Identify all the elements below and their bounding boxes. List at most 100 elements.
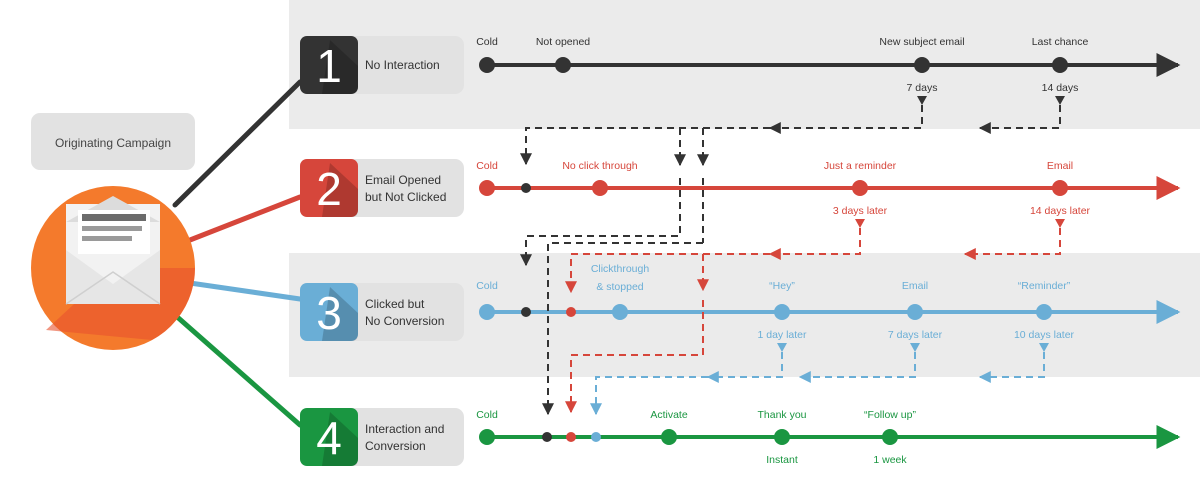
stage-1-node-top-label: Cold	[476, 36, 498, 48]
stage-3-node-top-label: “Hey”	[769, 280, 795, 292]
stage-1-label-line: No Interaction	[365, 58, 440, 72]
stage-3-node	[774, 304, 790, 320]
stage-3-node	[907, 304, 923, 320]
stage-2-node-bottom-label: 14 days later	[1030, 205, 1091, 217]
flow-3-return-c	[978, 352, 1045, 383]
stage-2-label-line: Email Opened	[365, 173, 441, 187]
flow-2-to-stage-4	[565, 300, 704, 414]
letter-line-2	[82, 226, 142, 231]
flow-3-return-b	[798, 352, 916, 383]
stage-3-node-bottom-label: 1 day later	[757, 329, 807, 341]
stage-2-node	[852, 180, 868, 196]
flow-1-to-stage-3	[520, 178, 681, 267]
flow-1-down-marker	[1055, 96, 1065, 105]
stage-4-node-bottom-label: 1 week	[873, 454, 907, 466]
flow-3-down-marker	[910, 343, 920, 352]
junction-dot	[521, 183, 531, 193]
stage-4-number: 4	[316, 412, 342, 464]
stage-2-number: 2	[316, 163, 342, 215]
envelope-fold	[65, 271, 161, 305]
flow-2-return-a	[768, 228, 861, 260]
stage-3-node-top-label: Cold	[476, 280, 498, 292]
flow-3-to-stage-4	[590, 376, 708, 416]
stage-1-node-top-label: Not opened	[536, 36, 590, 48]
stage-4-label-line: Interaction and	[365, 422, 444, 436]
junction-dot	[566, 432, 576, 442]
stage-2-badge	[300, 159, 358, 217]
stage-4-badge	[300, 408, 358, 466]
flow-1-return-b	[978, 105, 1061, 134]
stage-3-number: 3	[316, 287, 342, 339]
junction-dot	[521, 307, 531, 317]
connector-stage-4	[172, 312, 303, 428]
flow-1-return-a	[768, 105, 923, 134]
stage-4-label-line: Conversion	[365, 439, 426, 453]
connector-stage-3	[187, 280, 303, 302]
envelope-front	[66, 250, 160, 304]
origin-label: Originating Campaign	[55, 136, 171, 150]
stage-1-badge	[300, 36, 358, 94]
stage-1-node-top-label: New subject email	[879, 36, 964, 48]
stage-2-node	[1052, 180, 1068, 196]
flow-1-down-marker	[917, 96, 927, 105]
connector-stage-2	[187, 194, 303, 243]
stage-4-node	[882, 429, 898, 445]
stage-3-node-bottom-label: 10 days later	[1014, 329, 1075, 341]
stage-2	[300, 159, 1181, 217]
stage-4-node-top-label: Cold	[476, 409, 498, 421]
stage-2-node-bottom-label: 3 days later	[833, 205, 888, 217]
stage-3-node-bottom-label: 7 days later	[888, 329, 943, 341]
stage-2-node	[479, 180, 495, 196]
stage-1-node-bottom-label: 14 days	[1042, 82, 1079, 94]
stage-1-label-box	[340, 36, 464, 94]
stage-3-node	[1036, 304, 1052, 320]
stage-3-label-line: No Conversion	[365, 314, 444, 328]
flow-1-to-stage-4	[542, 242, 703, 416]
stage-1-badge-shade	[322, 40, 358, 94]
stage-2-node-top-label: Email	[1047, 160, 1073, 172]
stage-2-label-box	[340, 159, 464, 217]
stage-2-badge-shade	[322, 163, 358, 217]
stage-1-node	[555, 57, 571, 73]
stage-2-node	[592, 180, 608, 196]
stage-1-number: 1	[316, 40, 342, 92]
junction-dot	[542, 432, 552, 442]
stage-3-node-top-label: Email	[902, 280, 928, 292]
flow-2-down-marker	[1055, 219, 1065, 228]
stage-4-node-top-label: Thank you	[757, 409, 806, 421]
stage-4-node	[774, 429, 790, 445]
junction-dot	[591, 432, 601, 442]
stage-4-node-bottom-label: Instant	[766, 454, 798, 466]
stage-1	[300, 36, 1181, 94]
flow-3-return-a	[706, 352, 783, 383]
flow-3-down-marker	[1039, 343, 1049, 352]
stage-1-node-top-label: Last chance	[1032, 36, 1089, 48]
letter-line-3	[82, 236, 132, 241]
stage-3-badge-shade	[322, 287, 358, 341]
stage-3-node	[612, 304, 628, 320]
stage-3-node-top-label: & stopped	[596, 281, 643, 293]
junction-dot	[566, 307, 576, 317]
stage-3	[300, 283, 1181, 341]
stage-2-node-top-label: Cold	[476, 160, 498, 172]
origin-label-box	[31, 113, 195, 170]
stage-1-node	[479, 57, 495, 73]
stage-4-node	[479, 429, 495, 445]
flow-2-return-b	[963, 228, 1061, 260]
flow-1-to-stage-2	[520, 127, 770, 166]
stage-3-badge	[300, 283, 358, 341]
stage-1-node-bottom-label: 7 days	[907, 82, 938, 94]
stage-2-node-top-label: Just a reminder	[824, 160, 897, 172]
stage-4-label-box	[340, 408, 464, 466]
letter-line-1	[82, 214, 146, 221]
envelope-icon	[31, 186, 195, 350]
flow-2-down-marker	[855, 219, 865, 228]
stage-2-node-top-label: No click through	[562, 160, 637, 172]
stage-4-node-top-label: Activate	[650, 409, 688, 421]
stage-4-node	[661, 429, 677, 445]
stage-4	[300, 408, 1181, 466]
stage-3-label-box	[340, 283, 464, 341]
connector-stage-1	[172, 79, 303, 208]
